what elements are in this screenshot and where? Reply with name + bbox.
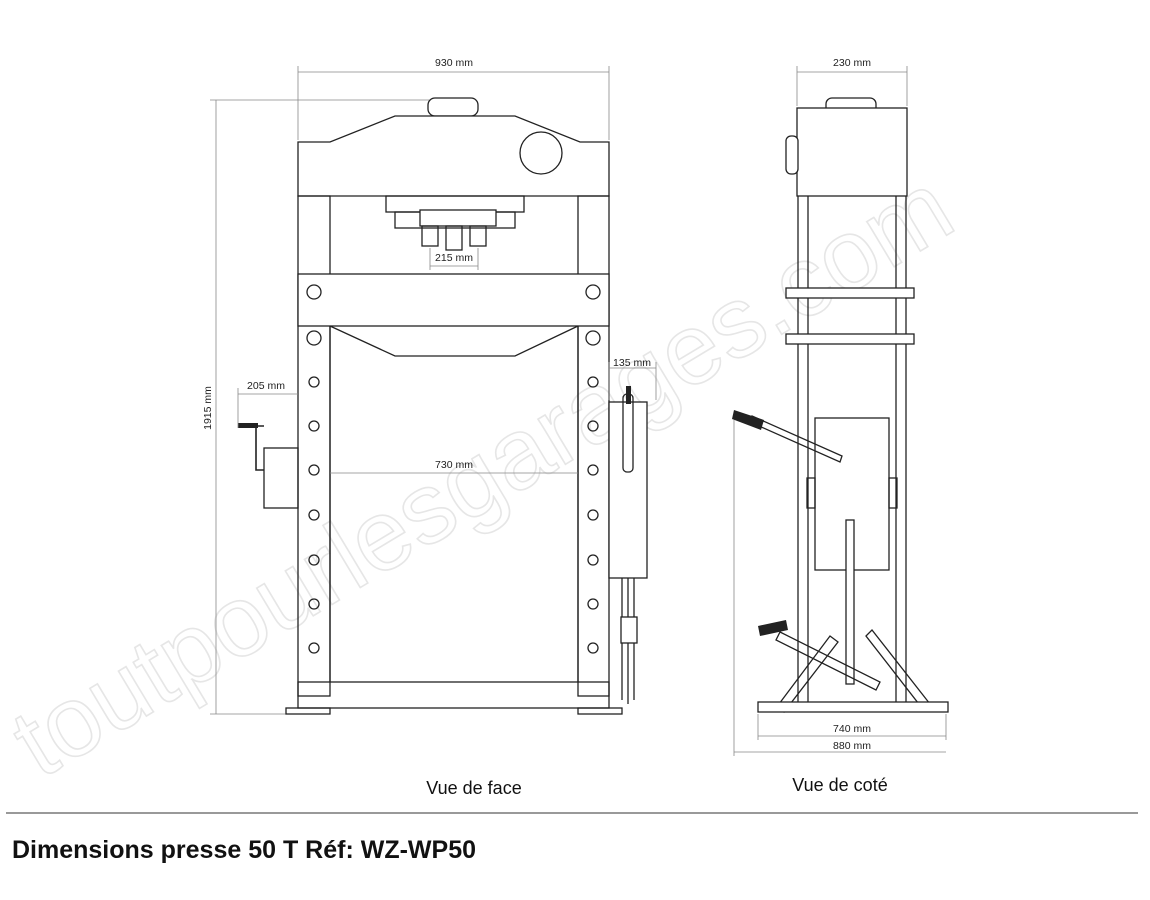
dim-label-inner: 730 mm [435,459,473,471]
front-view: 930 mm 1915 mm 215 mm [202,57,657,798]
dim-side-base: 740 mm [757,714,947,740]
bed-pins [306,284,601,346]
press-bed [297,273,610,327]
side-view-label: Vue de coté [792,775,887,795]
dim-label-side-top: 230 mm [833,57,871,69]
side-head [796,107,908,197]
dim-ram: 215 mm [429,248,479,270]
dim-label-front-height: 1915 mm [202,386,214,430]
dim-front-width: 930 mm [297,57,610,140]
dim-side-overall: 880 mm [733,420,946,756]
oil-cap [427,97,479,117]
dim-label-front-width: 930 mm [435,57,473,69]
pressure-gauge [519,131,563,175]
dim-handle-reach: 205 mm [237,380,298,428]
dim-label-side-base: 880 mm [833,740,871,752]
front-view-label: Vue de face [426,778,521,798]
upright-holes [308,376,599,654]
dim-pump: 135 mm [608,357,657,400]
dim-label-pump: 135 mm [613,357,651,369]
dim-label-side-inner: 740 mm [833,723,871,735]
dim-side-top: 230 mm [796,57,908,106]
dim-label-ram: 215 mm [435,252,473,264]
dim-front-height: 1915 mm [202,99,430,715]
top-crosshead [297,115,610,197]
winch-box [263,447,299,509]
dim-inner: 730 mm [330,459,578,474]
caption: Dimensions presse 50 T Réf: WZ-WP50 [12,836,477,864]
side-base [757,701,949,713]
bottom-beam [297,681,610,709]
dim-label-handle-reach: 205 mm [247,380,285,392]
hand-pump [608,401,648,579]
ram-piston [445,225,463,251]
side-view: 230 mm 740 mm [732,57,949,795]
